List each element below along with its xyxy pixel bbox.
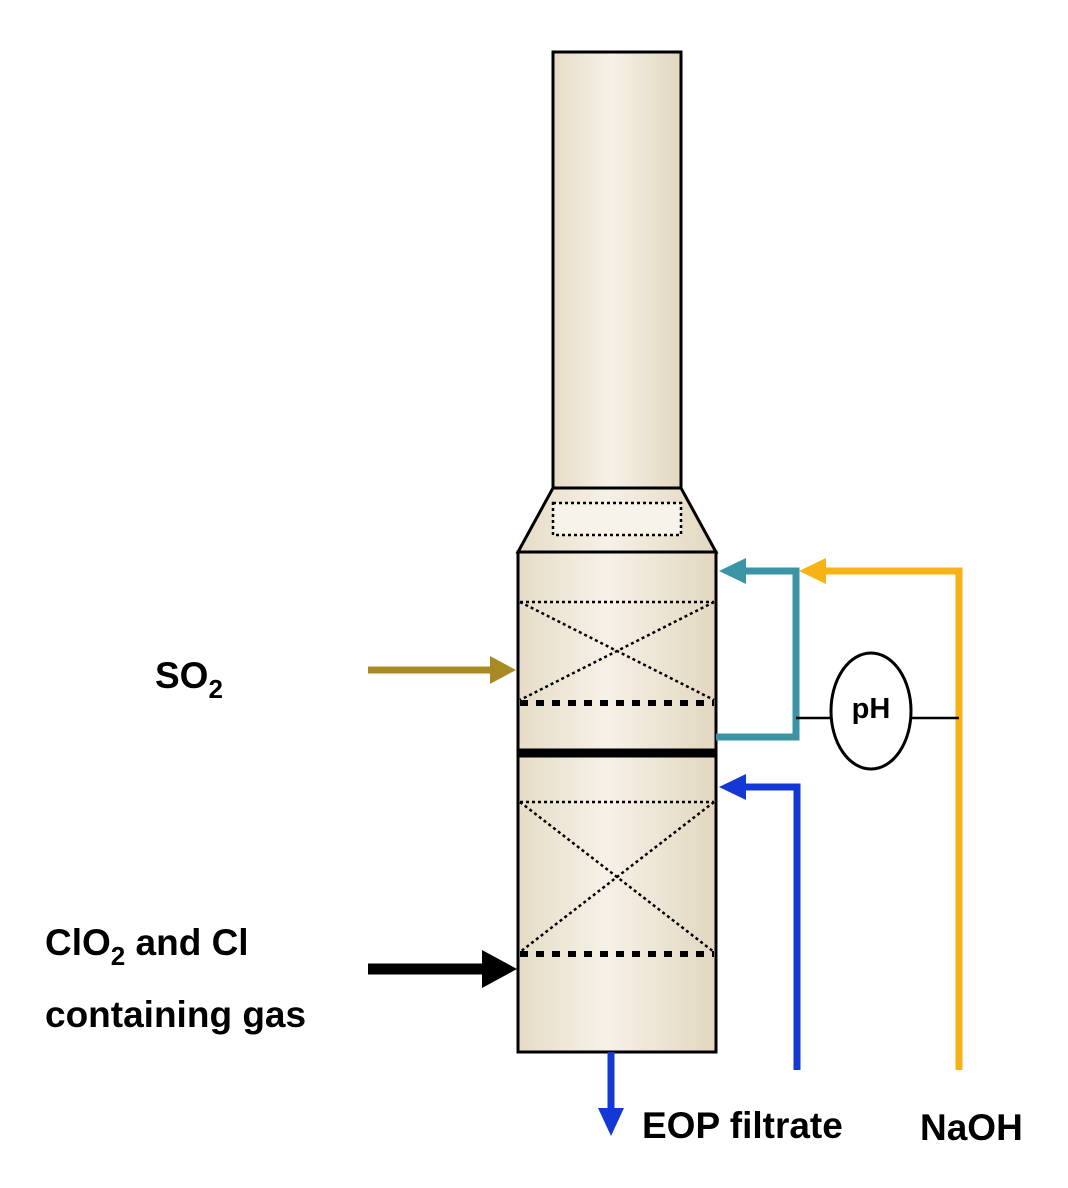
ph-sensor: pH — [796, 651, 959, 771]
so2-label-sub: 2 — [208, 674, 222, 704]
recirculation-line — [716, 558, 800, 741]
so2-label-main: SO — [155, 655, 208, 696]
stack — [551, 50, 683, 490]
lower-packed-bed — [519, 800, 715, 957]
so2-inlet-arrow — [368, 656, 516, 684]
bottom-outlet-arrow — [598, 1052, 624, 1136]
eop-filtrate-label: EOP filtrate — [642, 1105, 843, 1146]
gas-label-sub: 2 — [111, 941, 125, 971]
mist-eliminator — [551, 501, 683, 537]
gas-label-line2: containing gas — [45, 994, 306, 1035]
naoh-feed-line — [799, 558, 963, 1070]
ph-label: pH — [852, 693, 891, 725]
gas-label-line1: ClO2 and Cl — [45, 922, 249, 971]
upper-packed-bed — [519, 600, 715, 706]
gas-inlet-arrow — [368, 950, 517, 988]
so2-label: SO2 — [155, 655, 223, 704]
naoh-label: NaOH — [920, 1107, 1023, 1148]
gas-label-rest: and Cl — [125, 922, 248, 963]
eop-feed-line — [719, 774, 801, 1070]
gas-label-main: ClO — [45, 922, 111, 963]
